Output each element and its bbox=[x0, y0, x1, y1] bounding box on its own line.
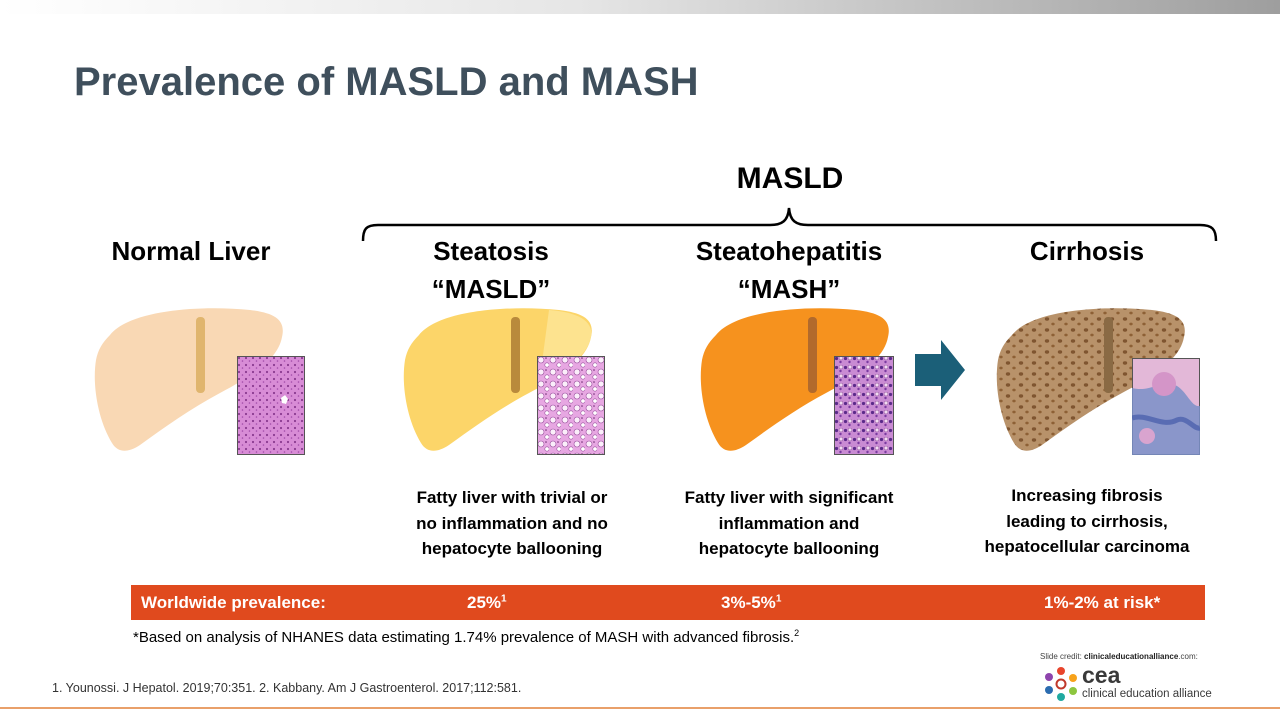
footnote: *Based on analysis of NHANES data estima… bbox=[133, 628, 799, 646]
steatosis-description-line: Fatty liver with trivial or bbox=[416, 488, 608, 507]
slide-credit: Slide credit: clinicaleducationalliance.… bbox=[1040, 652, 1198, 661]
credit-site: clinicaleducationalliance bbox=[1084, 652, 1179, 661]
footnote-ref: 2 bbox=[794, 628, 800, 638]
mash-description-line: inflammation and bbox=[718, 513, 860, 533]
normal-histology-image bbox=[237, 356, 305, 455]
mash-liver-illustration bbox=[700, 308, 889, 451]
mash-prevalence-value: 3%-5% bbox=[721, 593, 776, 612]
steatosis-prevalence-ref: 1 bbox=[501, 593, 507, 605]
stage-heading-normal-line1: Normal Liver bbox=[111, 236, 271, 266]
cea-logo-text: cea bbox=[1082, 662, 1121, 688]
progression-arrow-icon bbox=[915, 340, 965, 400]
mash-prevalence: 3%-5%1 bbox=[721, 593, 781, 613]
steatosis-prevalence: 25%1 bbox=[467, 593, 507, 613]
masld-brace bbox=[361, 207, 1218, 242]
stage-heading-mash-line1: Steatohepatitis bbox=[695, 236, 883, 266]
cirrhosis-description-line: hepatocellular carcinoma bbox=[984, 537, 1190, 556]
stage-heading-mash-line2: “MASH” bbox=[737, 274, 841, 304]
footnote-text: *Based on analysis of NHANES data estima… bbox=[133, 629, 795, 646]
steatosis-histology-image bbox=[537, 356, 605, 455]
stage-heading-cirrhosis: Cirrhosis bbox=[987, 232, 1187, 270]
cea-logo-subtext: clinical education alliance bbox=[1082, 688, 1212, 700]
normal-liver-illustration bbox=[94, 308, 283, 451]
cirrhosis-histology-image bbox=[1132, 358, 1200, 455]
steatosis-description: Fatty liver with trivial or no inflammat… bbox=[386, 485, 638, 562]
top-gradient-bar bbox=[0, 0, 1280, 14]
references: 1. Younossi. J Hepatol. 2019;70:351. 2. … bbox=[52, 681, 522, 695]
mash-description-line: Fatty liver with significant bbox=[684, 488, 894, 507]
stage-heading-mash: Steatohepatitis “MASH” bbox=[664, 232, 914, 308]
bottom-accent-line bbox=[0, 707, 1280, 709]
cirrhosis-description-line: Increasing fibrosis bbox=[1011, 486, 1163, 505]
stage-heading-steatosis: Steatosis “MASLD” bbox=[391, 232, 591, 308]
mash-prevalence-ref: 1 bbox=[775, 593, 782, 605]
cirrhosis-description: Increasing fibrosis leading to cirrhosis… bbox=[956, 483, 1218, 560]
steatosis-description-line: hepatocyte ballooning bbox=[421, 539, 603, 558]
stage-heading-cirrhosis-line1: Cirrhosis bbox=[1029, 236, 1145, 266]
cirrhosis-description-line: leading to cirrhosis, bbox=[1006, 511, 1168, 531]
cea-logo-icon bbox=[1045, 667, 1077, 701]
credit-suffix: .com: bbox=[1178, 652, 1198, 661]
stage-heading-steatosis-line1: Steatosis bbox=[433, 236, 549, 266]
prevalence-bar: Worldwide prevalence: 25%1 3%-5%1 1%-2% … bbox=[131, 585, 1205, 620]
stage-heading-steatosis-line2: “MASLD” bbox=[431, 274, 551, 304]
cirrhosis-liver-illustration bbox=[996, 308, 1185, 451]
masld-group-label: MASLD bbox=[736, 162, 844, 195]
stage-heading-normal: Normal Liver bbox=[91, 232, 291, 270]
cirrhosis-prevalence: 1%-2% at risk* bbox=[1044, 593, 1161, 612]
slide-title: Prevalence of MASLD and MASH bbox=[74, 60, 699, 104]
steatosis-description-line: no inflammation and no bbox=[416, 513, 608, 533]
mash-description: Fatty liver with significant inflammatio… bbox=[659, 485, 919, 562]
steatosis-prevalence-value: 25% bbox=[467, 593, 502, 612]
mash-histology-image bbox=[834, 356, 894, 455]
mash-description-line: hepatocyte ballooning bbox=[698, 539, 880, 558]
prevalence-label: Worldwide prevalence: bbox=[141, 593, 326, 612]
credit-prefix: Slide credit: bbox=[1040, 652, 1082, 661]
